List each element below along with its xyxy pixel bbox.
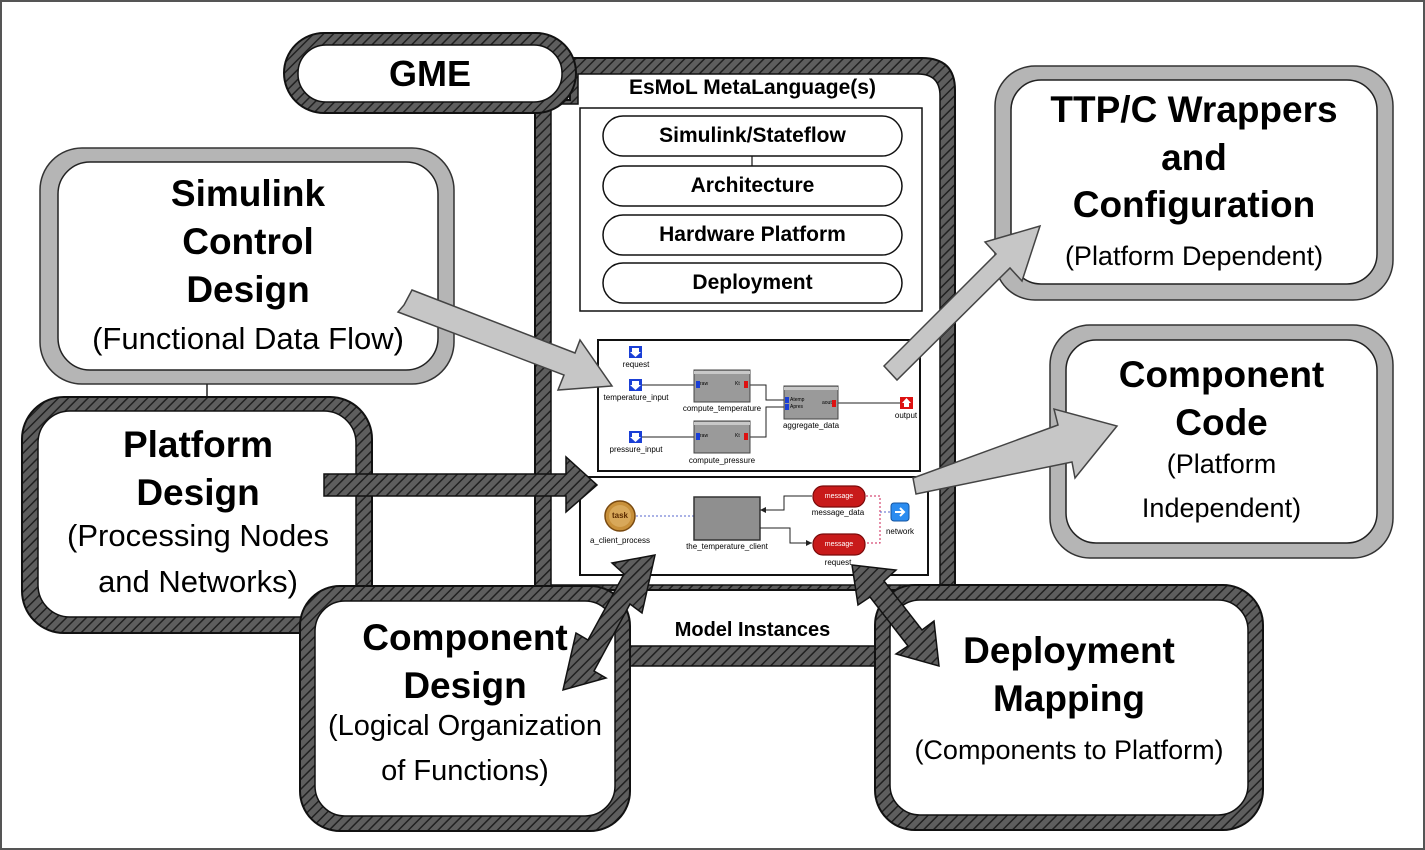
simulink-title-line: Simulink xyxy=(170,173,326,214)
component-design-title-line: Design xyxy=(403,665,527,706)
component-code-box xyxy=(1049,324,1394,559)
meta-item-label: Hardware Platform xyxy=(659,223,846,246)
ttp-title-line: and xyxy=(1161,137,1227,178)
temperature-client-label: the_temperature_client xyxy=(686,542,768,551)
dataflow-model-panel xyxy=(597,339,921,472)
platform-subtitle-line: (Processing Nodes xyxy=(67,518,329,553)
request-input-label: request xyxy=(622,360,650,369)
temperature-client-block xyxy=(693,496,761,541)
compute-temperature-label: compute_temperature xyxy=(682,404,762,413)
platform-title-line: Platform xyxy=(122,424,274,465)
deployment-mapping-title-line: Deployment xyxy=(963,630,1175,671)
meta-item-label: Deployment xyxy=(692,271,813,294)
port-label: aout xyxy=(822,400,832,406)
model-instances-bar xyxy=(609,645,901,667)
port-label: Kt xyxy=(735,381,740,387)
compute-pressure-label: compute_pressure xyxy=(688,456,756,465)
ttp-title-line: TTP/C Wrappers xyxy=(1050,89,1338,130)
platform-subtitle-line: and Networks) xyxy=(98,564,298,599)
deployment-model-panel xyxy=(579,476,929,576)
task-badge-label: task xyxy=(611,511,628,520)
meta-item-deployment xyxy=(602,262,903,304)
meta-item-simulink xyxy=(602,115,903,157)
simulink-title-line: Control xyxy=(182,221,314,262)
message-data-icon xyxy=(812,485,866,508)
message-badge-label: message xyxy=(824,541,854,548)
component-code-title-line: Code xyxy=(1175,402,1268,443)
component-design-subtitle-line: of Functions) xyxy=(381,755,549,787)
component-code-title-line: Component xyxy=(1118,354,1325,395)
simulink-box xyxy=(39,147,455,385)
aggregate-data-label: aggregate_data xyxy=(782,421,840,430)
output-label: output xyxy=(894,411,918,420)
metalanguage-title: EsMoL MetaLanguage(s) xyxy=(629,76,876,99)
meta-item-label: Simulink/Stateflow xyxy=(659,124,846,147)
component-code-subtitle-line: Independent) xyxy=(1141,493,1302,523)
arrow-platform-to-gme xyxy=(323,455,599,514)
arrow-gme-to-component-code xyxy=(912,407,1119,495)
request-message-icon xyxy=(812,533,866,556)
platform-box xyxy=(21,396,373,634)
ttp-box xyxy=(994,65,1394,301)
arrow-component-design-gme xyxy=(561,554,656,692)
gme-label-box xyxy=(283,32,577,114)
arrow-deployment-gme xyxy=(851,564,940,668)
compute-pressure-block xyxy=(693,420,751,454)
request-message-label: request xyxy=(824,558,852,567)
message-badge-label: message xyxy=(824,493,854,500)
network-label: network xyxy=(885,527,914,536)
gme-title: GME xyxy=(388,53,471,94)
component-design-title-line: Component xyxy=(362,617,568,658)
component-design-box xyxy=(299,585,631,832)
simulink-subtitle: (Functional Data Flow) xyxy=(92,321,404,356)
pressure-input-label: pressure_input xyxy=(609,445,663,454)
port-label: Atemp xyxy=(790,397,805,403)
platform-title-line: Design xyxy=(136,472,260,513)
meta-item-label: Architecture xyxy=(690,174,815,197)
meta-item-hardware xyxy=(602,214,903,256)
port-label: raw xyxy=(700,433,709,439)
deployment-mapping-box xyxy=(874,584,1264,831)
meta-item-architecture xyxy=(602,165,903,207)
component-code-subtitle-line: (Platform xyxy=(1166,449,1277,479)
component-design-subtitle-line: (Logical Organization xyxy=(327,710,603,742)
aggregate-data-block xyxy=(783,385,839,420)
message-data-label: message_data xyxy=(811,508,865,517)
ttp-title-line: Configuration xyxy=(1072,184,1316,225)
arrow-simulink-to-gme xyxy=(396,289,614,391)
port-label: Apres xyxy=(790,404,804,410)
simulink-title-line: Design xyxy=(186,269,310,310)
temperature-input-label: temperature_input xyxy=(603,393,669,402)
arrow-gme-to-ttp xyxy=(882,224,1042,382)
deployment-mapping-title-line: Mapping xyxy=(992,678,1146,719)
model-instances-label: Model Instances xyxy=(674,619,831,641)
deployment-mapping-subtitle: (Components to Platform) xyxy=(914,735,1224,765)
port-label: Kt xyxy=(735,433,740,439)
port-label: raw xyxy=(700,381,709,387)
ttp-subtitle: (Platform Dependent) xyxy=(1064,241,1324,271)
client-process-label: a_client_process xyxy=(589,536,651,545)
compute-temperature-block xyxy=(693,369,751,403)
